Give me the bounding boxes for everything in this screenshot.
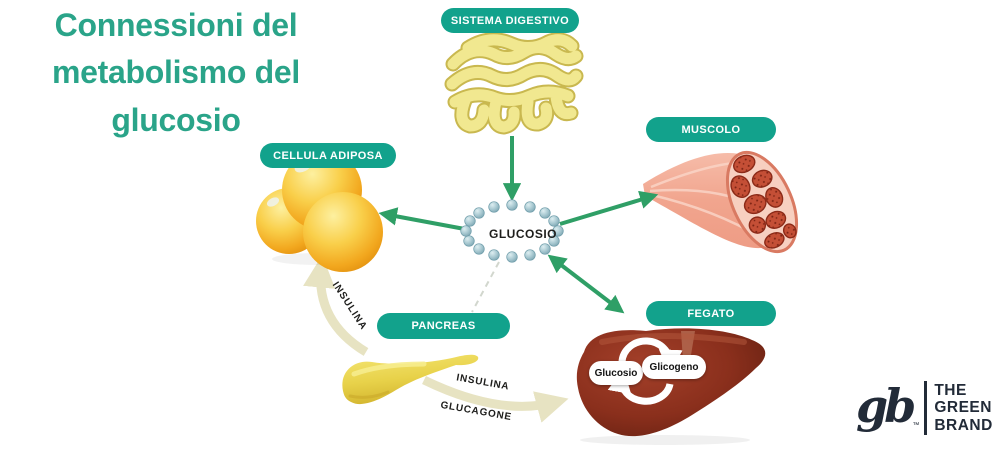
logo-line-2: GREEN (934, 399, 992, 417)
liver-cycle-glicogeno-pill: Glicogeno (642, 355, 706, 379)
logo-line-3: BRAND (934, 416, 993, 434)
logo-line-1: THE (934, 381, 967, 399)
adipose-cell-icon (256, 150, 383, 272)
arrow-glucose-to-adipose (378, 207, 471, 232)
label-cellula-adiposa: CELLULA ADIPOSA (260, 143, 396, 168)
logo-wordmark: THE GREEN BRAND (934, 382, 992, 434)
pancreas-glucose-dashed-line (471, 261, 500, 313)
pancreas-icon (342, 354, 479, 405)
glucose-molecules-icon (460, 199, 564, 263)
label-fegato: FEGATO (646, 301, 776, 326)
label-muscolo: MUSCOLO (646, 117, 776, 142)
label-pancreas: PANCREAS (377, 313, 510, 339)
brand-logo: gb ™ THE GREEN BRAND (856, 381, 993, 435)
muscle-icon (643, 150, 799, 254)
logo-trademark: ™ (912, 422, 920, 429)
arrow-glucose-liver-bidirectional (547, 254, 625, 314)
insulin-arrow-to-adipose-cell (303, 255, 369, 356)
page-title: Connessioni del metabolismo del glucosio (51, 7, 300, 138)
insulin-glucagon-arrow-to-liver (422, 375, 569, 423)
arrow-glucose-to-muscle (559, 190, 659, 226)
glucose-flow-arrows (378, 136, 659, 314)
liver-cycle-glucosio-pill: Glucosio (589, 361, 643, 385)
logo-divider (924, 381, 928, 435)
logo-monogram: gb (856, 379, 916, 433)
label-sistema-digestivo: SISTEMA DIGESTIVO (441, 8, 579, 33)
label-glucosio-center: GLUCOSIO (489, 227, 558, 241)
liver-icon (576, 328, 766, 445)
digestive-system-icon (444, 32, 584, 135)
